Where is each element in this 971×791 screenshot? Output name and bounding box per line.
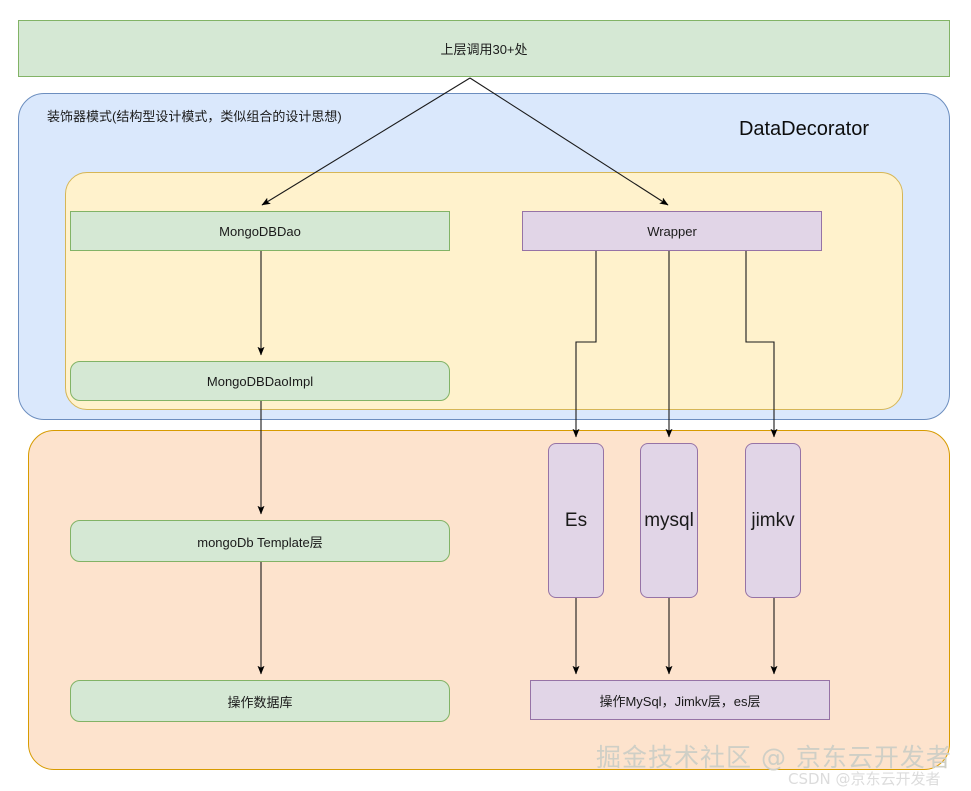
- node-operate-stores-label: 操作MySql，Jimkv层，es层: [599, 693, 761, 709]
- watermark-csdn: CSDN @京东云开发者: [788, 770, 941, 788]
- node-store-jimkv[interactable]: jimkv: [745, 443, 801, 598]
- node-mongodbdaoimpl-label: MongoDBDaoImpl: [206, 373, 314, 389]
- node-wrapper[interactable]: Wrapper: [522, 211, 822, 251]
- node-store-jimkv-label: jimkv: [751, 509, 795, 531]
- node-mongodb-template[interactable]: mongoDb Template层: [70, 520, 450, 562]
- node-operate-database[interactable]: 操作数据库: [70, 680, 450, 722]
- decorator-layer-caption: 装饰器模式(结构型设计模式，类似组合的设计思想): [47, 109, 342, 124]
- top-caller-box[interactable]: 上层调用30+处: [18, 20, 950, 77]
- node-store-mysql-label: mysql: [644, 509, 694, 531]
- node-wrapper-label: Wrapper: [647, 223, 697, 239]
- node-mongodbdao-label: MongoDBDao: [219, 223, 301, 239]
- node-operate-stores[interactable]: 操作MySql，Jimkv层，es层: [530, 680, 830, 720]
- node-mongodb-template-label: mongoDb Template层: [197, 534, 323, 550]
- top-caller-label: 上层调用30+处: [440, 42, 528, 57]
- node-store-mysql[interactable]: mysql: [640, 443, 698, 598]
- node-mongodbdaoimpl[interactable]: MongoDBDaoImpl: [70, 361, 450, 401]
- node-store-es-label: Es: [564, 509, 588, 531]
- node-mongodbdao[interactable]: MongoDBDao: [70, 211, 450, 251]
- node-store-es[interactable]: Es: [548, 443, 604, 598]
- node-operate-database-label: 操作数据库: [227, 694, 293, 710]
- decorator-layer-title: DataDecorator: [738, 118, 869, 140]
- watermark-juejin: 掘金技术社区 @ 京东云开发者: [596, 743, 952, 772]
